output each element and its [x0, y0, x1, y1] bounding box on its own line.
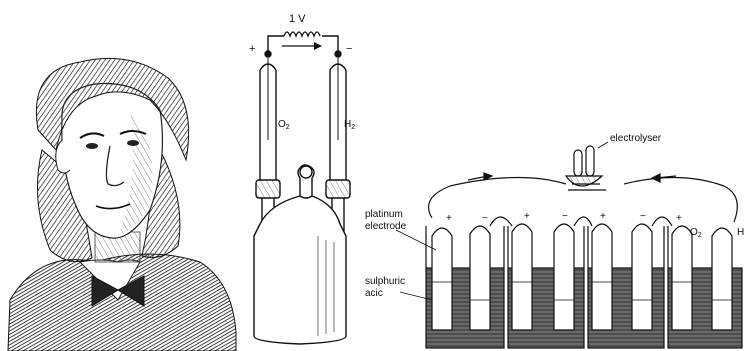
cell-plus-4: + [676, 214, 682, 224]
platinum-electrode-label-line2: electrode [365, 222, 406, 232]
circuit-wire [268, 36, 338, 52]
cell-minus-2: − [562, 212, 568, 222]
cell-minus-1: − [482, 214, 488, 224]
sulphuric-acid-label-line2: acic [365, 289, 383, 299]
electrolyser-device [566, 146, 606, 190]
h2-gas-label: H2 [344, 120, 355, 131]
cell-series [426, 142, 742, 348]
o2-gas-label: O2 [278, 120, 290, 131]
sulphuric-acid-label-line1: sulphuric [365, 277, 405, 287]
right-edge-label: H [737, 228, 744, 238]
cell-plus-1: + [446, 214, 452, 224]
cell-minus-3: − [640, 212, 646, 222]
voltage-label: 1 V [289, 14, 306, 25]
right-o2-label: O2 [690, 228, 702, 239]
plus-terminal-label: + [249, 44, 255, 55]
cell-plus-3: + [600, 212, 606, 222]
minus-terminal-label: − [346, 44, 352, 55]
voltameter-apparatus [254, 32, 350, 344]
electrolyser-label: electrolyser [610, 134, 661, 144]
platinum-electrode-label-line1: platinum [365, 210, 403, 220]
resistor-coil [284, 32, 320, 36]
cell-plus-2: + [524, 212, 530, 222]
